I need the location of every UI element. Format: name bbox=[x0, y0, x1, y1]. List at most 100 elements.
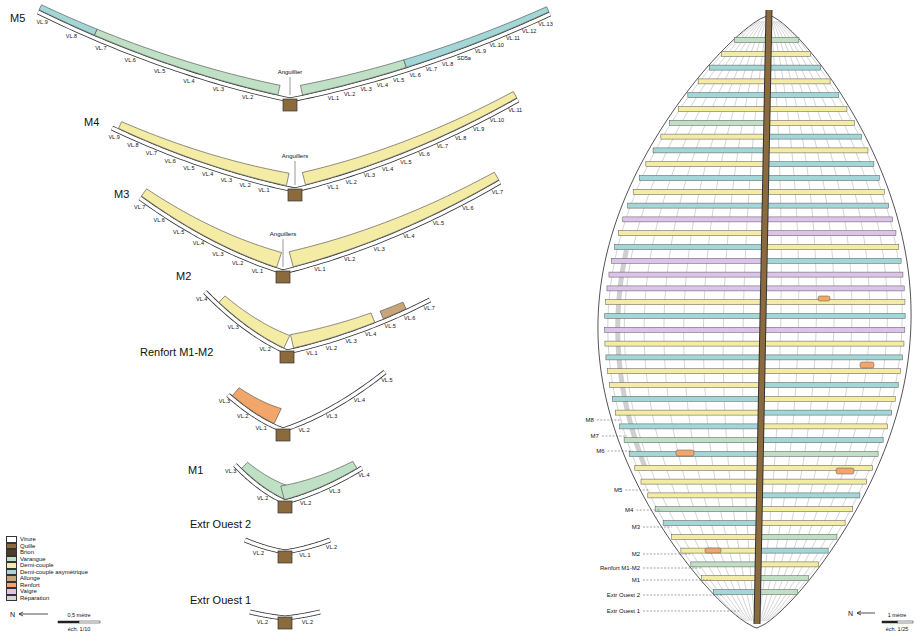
frame-reference: Renfort M1-M2 bbox=[600, 565, 640, 571]
strake-number: VL.9 bbox=[475, 50, 486, 56]
legend-row: Vaigre bbox=[6, 588, 88, 595]
frame-plan bbox=[605, 341, 761, 346]
keel-section bbox=[276, 429, 290, 441]
frame-plan bbox=[768, 148, 868, 153]
frame-plan bbox=[766, 245, 898, 250]
leader-line bbox=[625, 490, 650, 491]
leader-line bbox=[643, 580, 711, 581]
strake-number: VL.4 bbox=[193, 242, 204, 248]
strake-number: VL.6 bbox=[125, 58, 136, 64]
frame-plan bbox=[639, 176, 764, 181]
frame-plan bbox=[612, 258, 763, 263]
strake-line bbox=[766, 21, 870, 621]
keel-section bbox=[278, 501, 292, 513]
legend-text: Demi-couple bbox=[20, 562, 54, 569]
frame-plan bbox=[610, 383, 760, 388]
frame-reference: Extr Ouest 2 bbox=[607, 592, 640, 598]
strake-line bbox=[767, 21, 887, 621]
frame-reference: M6 bbox=[596, 448, 604, 454]
strake-number: VL.4 bbox=[403, 235, 414, 241]
strake-number: VL.5 bbox=[400, 160, 411, 166]
anguiller-label: Anguillers bbox=[282, 153, 308, 159]
frame-timber bbox=[39, 5, 97, 35]
frame-plan bbox=[648, 493, 758, 498]
frame-plan bbox=[691, 562, 756, 567]
frame-plan bbox=[628, 203, 764, 208]
frame-plan bbox=[607, 286, 762, 291]
frame-plan bbox=[653, 148, 764, 153]
frame-timber bbox=[404, 7, 549, 68]
strake-number: VL.3 bbox=[364, 174, 375, 180]
section-title: M4 bbox=[84, 117, 99, 128]
frame-plan bbox=[764, 383, 898, 388]
frame-reference: M7 bbox=[591, 433, 599, 439]
section-title: Renfort M1-M2 bbox=[140, 347, 213, 358]
legend-text: Virure bbox=[20, 536, 36, 543]
frame-plan bbox=[770, 79, 830, 84]
legend-row: Demi-couple asymétrique bbox=[6, 569, 88, 576]
reinforcement-plan bbox=[836, 468, 854, 474]
strake-number: VL.2 bbox=[346, 180, 357, 186]
strake-number: VL.7 bbox=[492, 190, 503, 196]
reinforcement-plan bbox=[818, 296, 830, 301]
leader-line bbox=[608, 451, 633, 452]
strake-number: VL.3 bbox=[345, 340, 356, 346]
strake-number: VL.8 bbox=[442, 62, 453, 68]
scale-label: 0,5 mètre bbox=[67, 613, 90, 619]
keel-section bbox=[280, 351, 294, 363]
hull-plan bbox=[597, 10, 911, 628]
strake-number: VL.4 bbox=[196, 297, 207, 303]
legend-text: Quille bbox=[20, 543, 35, 550]
leader-line bbox=[643, 595, 724, 596]
strake-number: VL.1 bbox=[314, 267, 325, 273]
strake-number: VL.9 bbox=[473, 127, 484, 133]
scale-bar bbox=[898, 621, 914, 623]
frame-plan bbox=[761, 521, 845, 526]
strake-number: VL.3 bbox=[213, 88, 224, 94]
frame-plan bbox=[721, 51, 766, 56]
strake-number: VL.2 bbox=[242, 96, 253, 102]
strake-number: VL.2 bbox=[298, 428, 309, 434]
strake-number: VL.5 bbox=[381, 378, 392, 384]
anguiller-label: Anguillers bbox=[270, 231, 296, 237]
strake-line bbox=[769, 21, 903, 621]
frame-plan bbox=[769, 120, 855, 125]
legend-row: Brion bbox=[6, 549, 88, 556]
frame-plan bbox=[620, 424, 759, 429]
strake-number: VL.2 bbox=[259, 347, 270, 353]
frame-plan bbox=[768, 176, 880, 181]
frame-plan bbox=[624, 438, 759, 443]
strake-number: VL.6 bbox=[154, 218, 165, 224]
strake-number: VL.2 bbox=[344, 258, 355, 264]
keel-section bbox=[278, 551, 292, 563]
frame-reference: M2 bbox=[632, 551, 640, 557]
frame-reference: Extr Ouest 1 bbox=[607, 608, 640, 614]
section-title: M5 bbox=[10, 13, 25, 24]
frame-plan bbox=[609, 272, 762, 277]
frame-plan bbox=[770, 51, 810, 56]
frame-plan bbox=[605, 314, 761, 319]
leader-line bbox=[290, 77, 291, 95]
legend-row: Allonge bbox=[6, 575, 88, 582]
north-label: N bbox=[848, 610, 853, 617]
strake-number: VL.2 bbox=[302, 620, 313, 626]
strake-number: VL.3 bbox=[225, 469, 236, 475]
frame-timber bbox=[380, 302, 406, 319]
strake-number: VL.10 bbox=[489, 43, 503, 49]
frame-reference: M3 bbox=[632, 524, 640, 530]
strake-number: VL.4 bbox=[382, 167, 393, 173]
frame-plan bbox=[766, 258, 901, 263]
frame-timber bbox=[281, 461, 357, 499]
keel-section bbox=[278, 617, 292, 629]
frame-plan bbox=[760, 576, 809, 581]
frame-plan bbox=[762, 479, 867, 484]
frame-plan bbox=[616, 410, 760, 415]
scales bbox=[19, 611, 913, 623]
frame-plan bbox=[669, 120, 765, 125]
keel-plan-outline bbox=[757, 10, 769, 624]
strake-number: VL.2 bbox=[257, 496, 268, 502]
north-arrowhead bbox=[857, 611, 861, 615]
legend-row: Demi-couple bbox=[6, 562, 88, 569]
